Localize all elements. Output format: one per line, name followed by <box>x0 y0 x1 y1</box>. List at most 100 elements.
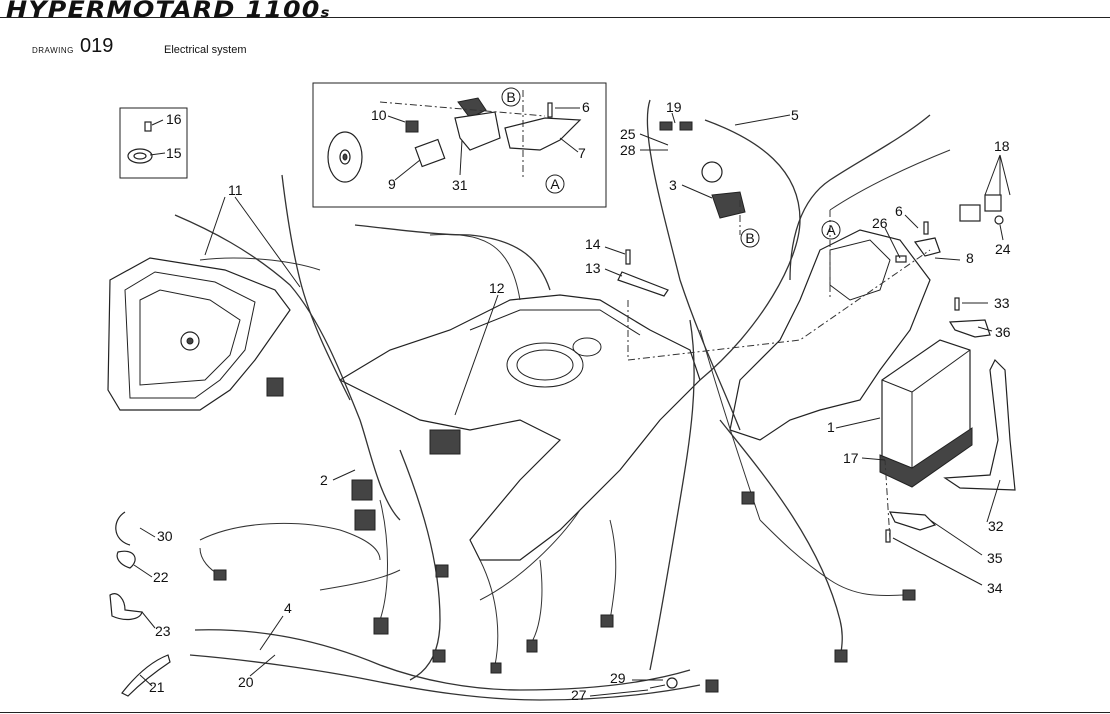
callout-34: 34 <box>987 580 1003 596</box>
part-regulator <box>711 191 746 219</box>
connector <box>902 589 916 601</box>
connector <box>266 377 284 397</box>
part-strap-22 <box>116 550 136 569</box>
part-battery-strap <box>943 358 1016 491</box>
callout-14: 14 <box>585 236 601 252</box>
callout-7: 7 <box>578 145 586 161</box>
brand-main: HYPERMOTARD 1100 <box>6 0 321 23</box>
connector <box>705 679 719 693</box>
callout-3: 3 <box>669 177 677 193</box>
callout-5: 5 <box>791 107 799 123</box>
part-horn <box>701 161 723 183</box>
callout-32: 32 <box>988 518 1004 534</box>
brand-title: HYPERMOTARD 1100s <box>6 0 329 25</box>
marker-a-label: A <box>826 222 836 238</box>
cable-20 <box>189 654 701 701</box>
part-relay-18b <box>984 194 1002 212</box>
part-relay <box>405 120 446 168</box>
callout-36: 36 <box>995 324 1011 340</box>
connector <box>834 649 848 663</box>
part-battery <box>879 339 973 488</box>
inset-box-clamp <box>119 107 188 179</box>
cable-4 <box>194 629 691 691</box>
connector <box>679 121 693 131</box>
callout-23: 23 <box>155 623 171 639</box>
part-strap-13 <box>617 271 669 297</box>
callout-35: 35 <box>987 550 1003 566</box>
drawing-number: 019 <box>80 35 114 57</box>
part-relay-holder <box>454 97 501 151</box>
callout-30: 30 <box>157 528 173 544</box>
assembly-line <box>884 459 891 541</box>
part-strap-30 <box>115 511 131 546</box>
callout-21: 21 <box>149 679 165 695</box>
connector <box>435 564 449 578</box>
part-strap-23 <box>109 593 143 621</box>
marker-b-inset: B <box>501 87 521 107</box>
callout-22: 22 <box>153 569 169 585</box>
part-screw-33 <box>954 297 960 311</box>
brand-suffix: s <box>320 6 330 21</box>
part-screw-14 <box>625 249 631 265</box>
callout-15: 15 <box>166 145 182 161</box>
part-clamp-screw <box>127 121 153 164</box>
marker-b-frame: B <box>740 228 760 248</box>
callout-numbers: 1 2 3 4 5 6 6 7 8 9 10 11 12 13 14 15 16… <box>149 99 1011 703</box>
connector <box>659 121 673 131</box>
connector-block <box>354 509 376 531</box>
callout-27: 27 <box>571 687 587 703</box>
callout-20: 20 <box>238 674 254 690</box>
marker-a-inset: A <box>545 174 565 194</box>
connector <box>432 649 446 663</box>
part-bracket-35 <box>888 511 937 531</box>
leader-lines <box>133 107 1011 697</box>
callout-18: 18 <box>994 138 1010 154</box>
inset-box-relay <box>312 82 607 208</box>
connector <box>741 491 755 505</box>
part-relay-18 <box>959 204 981 222</box>
marker-a-label: A <box>550 176 560 192</box>
marker-b-label: B <box>745 230 754 246</box>
drawing-label: DRAWING <box>32 46 74 55</box>
part-relay-12 <box>429 429 461 455</box>
footer-rule <box>0 712 1110 713</box>
part-washer-29 <box>666 677 678 689</box>
callout-9: 9 <box>388 176 396 192</box>
callout-26: 26 <box>872 215 888 231</box>
callout-1: 1 <box>827 419 835 435</box>
connector <box>490 662 502 674</box>
callout-19: 19 <box>666 99 682 115</box>
part-screw-27 <box>649 684 666 689</box>
part-bracket-36 <box>948 319 991 338</box>
wiring-harness <box>174 99 951 681</box>
callout-8: 8 <box>966 250 974 266</box>
part-frame-tank <box>338 294 701 561</box>
callout-6a: 6 <box>582 99 590 115</box>
callout-11: 11 <box>228 182 243 198</box>
connector <box>373 617 389 635</box>
connector-block <box>351 479 373 501</box>
callout-24: 24 <box>995 241 1011 257</box>
part-cd-disc <box>327 131 363 183</box>
callout-28: 28 <box>620 142 636 158</box>
callout-29: 29 <box>610 670 626 686</box>
callout-2: 2 <box>320 472 328 488</box>
drawing-title: Electrical system <box>164 44 247 56</box>
part-cable-tie-21 <box>121 654 171 697</box>
callout-10: 10 <box>371 107 387 123</box>
part-nut-24 <box>994 215 1004 225</box>
callout-4: 4 <box>284 600 292 616</box>
connector <box>526 639 538 653</box>
part-bracket <box>504 102 582 151</box>
callout-17: 17 <box>843 450 859 466</box>
callout-33: 33 <box>994 295 1010 311</box>
assembly-line <box>627 249 931 361</box>
axis-line <box>379 101 546 117</box>
marker-a-frame: A <box>821 220 841 240</box>
connector <box>600 614 614 628</box>
part-headlight <box>107 257 291 411</box>
connector <box>213 569 227 581</box>
part-screw-6b <box>923 221 929 235</box>
callout-25: 25 <box>620 126 636 142</box>
